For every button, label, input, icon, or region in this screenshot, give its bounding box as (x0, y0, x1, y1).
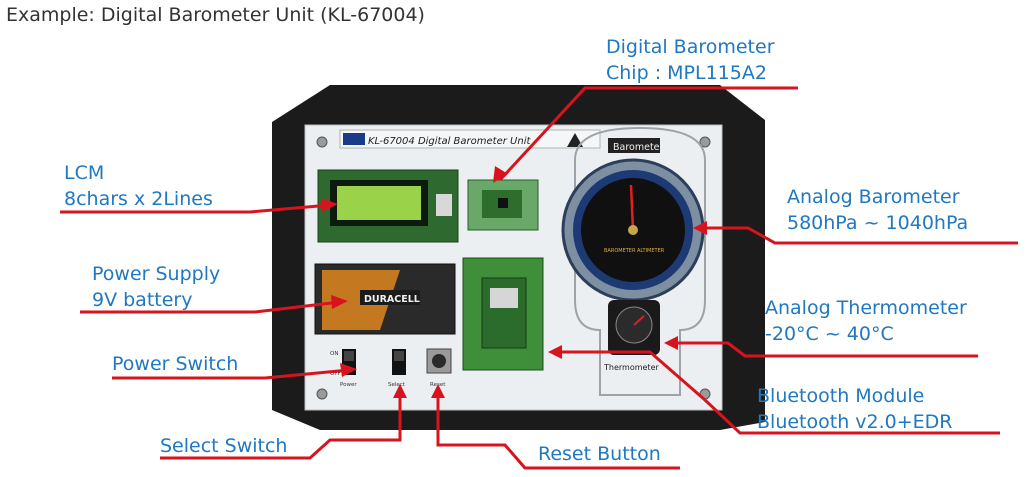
callout-reset-button (436, 392, 680, 470)
arrow-lcm (321, 198, 338, 212)
arrow-bluetooth (548, 345, 562, 359)
callout-select-switch (160, 392, 402, 460)
label-power-supply: Power Supply 9V battery (92, 261, 220, 313)
gauge-face-text: BAROMETER ALTIMETER (604, 248, 665, 254)
label-line: Reset Button (538, 443, 661, 465)
arrow-power-switch (340, 363, 357, 377)
callout-power-switch (112, 368, 350, 380)
mounting-screws (316, 136, 711, 400)
switch-off-text: OFF (330, 371, 341, 377)
arrow-digital-barometer (493, 166, 508, 183)
label-analog-thermometer: Analog Thermometer -20°C ~ 40°C (765, 295, 967, 347)
callout-digital-barometer (498, 86, 798, 182)
label-line: Bluetooth Module (757, 385, 925, 407)
label-digital-barometer: Digital Barometer Chip : MPL115A2 (606, 34, 775, 86)
esd-warning-icon (567, 133, 583, 147)
label-line: Select Switch (160, 435, 288, 457)
arrow-power-supply (331, 295, 348, 309)
analog-thermometer: Thermometer (603, 300, 660, 372)
label-line: 9V battery (92, 289, 193, 311)
label-power-switch: Power Switch (112, 351, 238, 377)
bluetooth-module-board (462, 257, 544, 371)
label-reset-button: Reset Button (538, 441, 661, 467)
analog-barometer-gauge: BAROMETER ALTIMETER (561, 158, 705, 302)
barometer-plate: Barometer (613, 142, 664, 153)
power-switch-caption: Power (340, 382, 357, 388)
label-analog-barometer: Analog Barometer 580hPa ~ 1040hPa (787, 184, 968, 236)
arrow-analog-barometer (693, 221, 707, 235)
select-switch (392, 349, 406, 375)
label-select-switch: Select Switch (160, 433, 287, 459)
label-line: Analog Thermometer (765, 297, 967, 319)
figure-caption: Example: Digital Barometer Unit (KL-6700… (6, 4, 425, 26)
arrow-analog-thermometer (664, 336, 678, 350)
callout-power-supply (80, 300, 341, 314)
label-line: 8chars x 2Lines (64, 188, 213, 210)
label-line: Bluetooth v2.0+EDR (757, 411, 953, 433)
callout-analog-barometer (700, 226, 1018, 245)
label-line: 580hPa ~ 1040hPa (787, 212, 969, 234)
switch-on-text: ON (330, 351, 338, 357)
label-line: Power Switch (112, 353, 239, 375)
label-line: Analog Barometer (787, 186, 960, 208)
label-line: Chip : MPL115A2 (606, 62, 767, 84)
arrow-reset-button (431, 384, 445, 398)
callout-arrows (321, 166, 707, 398)
battery-brand: DURACELL (364, 294, 420, 305)
callout-bluetooth (556, 350, 1000, 435)
label-line: -20°C ~ 40°C (765, 323, 894, 345)
callout-lcm (60, 203, 331, 214)
reset-button (426, 348, 452, 374)
digital-barometer-chip-board (467, 179, 539, 231)
label-line: Power Supply (92, 263, 221, 285)
label-line: LCM (64, 162, 105, 184)
label-line: Digital Barometer (606, 36, 775, 58)
board-title: KL-67004 Digital Barometer Unit (368, 136, 531, 147)
arrow-select-switch (393, 384, 407, 398)
kl-logo-icon (343, 133, 365, 145)
lcm-display (317, 169, 459, 243)
callout-analog-thermometer (672, 341, 978, 358)
select-switch-caption: Select (388, 382, 406, 388)
label-lcm: LCM 8chars x 2Lines (64, 160, 213, 212)
callout-lines (60, 86, 1018, 470)
thermometer-label: Thermometer (603, 363, 659, 372)
label-bluetooth: Bluetooth Module Bluetooth v2.0+EDR (757, 383, 953, 435)
